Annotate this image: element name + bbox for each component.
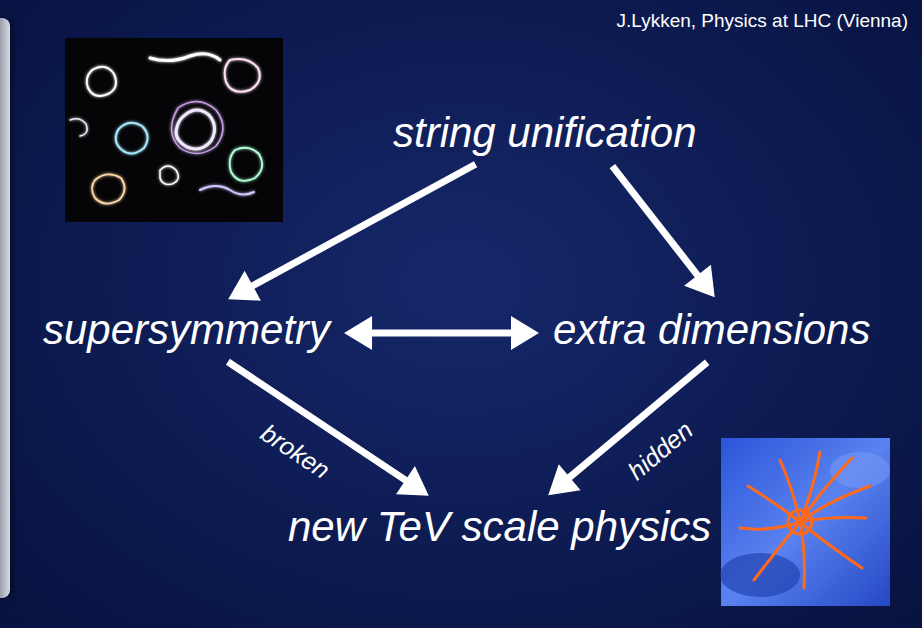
arrow-head — [396, 466, 429, 496]
arrow-head — [228, 271, 261, 301]
concept-node: extra dimensions — [545, 302, 878, 358]
arrow-line — [612, 166, 700, 278]
arrow-head — [684, 265, 715, 298]
strings-image — [65, 38, 283, 222]
arrow-connector — [228, 362, 429, 496]
arrow-connector — [228, 164, 475, 300]
collision-image — [720, 438, 890, 606]
concept-node: new TeV scale physics — [280, 499, 719, 555]
arrow-head — [344, 316, 372, 350]
arrow-connector — [344, 316, 539, 350]
concept-text: supersymmetry — [43, 305, 330, 355]
arrow-connector — [548, 362, 707, 495]
credit-label: J.Lykken, Physics at LHC (Vienna) — [617, 10, 908, 32]
arrow-connector — [612, 166, 714, 297]
arrow-line — [249, 164, 475, 287]
concept-text: extra dimensions — [553, 305, 870, 355]
concept-node: supersymmetry — [35, 302, 338, 358]
concept-node: string unification — [385, 105, 705, 161]
concept-text: new TeV scale physics — [288, 502, 711, 552]
edge-label: hidden — [623, 416, 698, 485]
arrow-line — [368, 330, 515, 337]
arrow-head — [548, 464, 580, 495]
edge-label: broken — [256, 419, 335, 484]
arrow-head — [511, 316, 539, 350]
side-panel — [0, 18, 10, 598]
concept-text: string unification — [393, 108, 697, 158]
